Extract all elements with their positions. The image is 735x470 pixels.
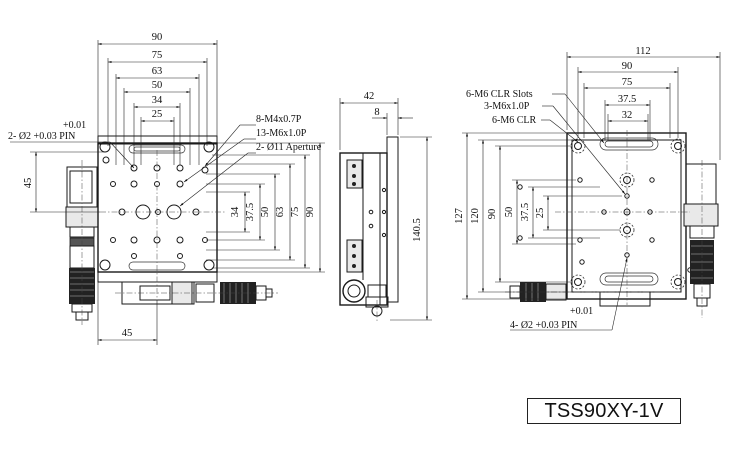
right-left-dimensions: 127 120 90 50 37.5 25: [454, 132, 622, 300]
left-view: 90 75 63 50 34 25 34: [8, 32, 325, 345]
dim-r50: 50: [260, 207, 271, 218]
side-view: 42 8 140.5: [339, 91, 432, 322]
dim-r-75: 75: [622, 77, 633, 88]
dim-bottom-45: 45: [122, 328, 133, 339]
dim-r34: 34: [230, 206, 241, 217]
dim-r90: 90: [305, 207, 316, 218]
dim-140-5: 140.5: [412, 218, 423, 242]
left-top-dimensions: 90 75 63 50 34 25: [97, 32, 218, 165]
dim-l-50: 50: [504, 207, 515, 218]
callout-m4: 8-M4x0.7P: [256, 114, 302, 125]
dim-34: 34: [152, 95, 163, 106]
right-view: 112 90 75 37.5 32 127: [454, 46, 721, 331]
right-micrometer-vertical: [683, 160, 719, 318]
dim-l-90: 90: [487, 209, 498, 220]
dim-r-32: 32: [622, 110, 633, 121]
dim-120: 120: [470, 208, 481, 224]
dim-l-37-5: 37.5: [520, 203, 531, 221]
dim-42: 42: [364, 91, 375, 102]
dim-90: 90: [152, 32, 163, 43]
right-base-plate: [566, 132, 687, 300]
dim-112: 112: [635, 46, 650, 57]
callout-m6-clr: 6-M6 CLR: [492, 115, 537, 126]
dim-25: 25: [152, 109, 163, 120]
right-micrometer-horizontal: [505, 282, 660, 307]
dim-r63: 63: [275, 207, 286, 218]
dim-r75: 75: [290, 207, 301, 218]
pin4-tolerance: +0.01: [570, 306, 593, 317]
left-45-dimension: 45: [23, 151, 105, 213]
dim-r37-5: 37.5: [245, 203, 256, 221]
dim-50: 50: [152, 80, 163, 91]
dim-l-25: 25: [535, 208, 546, 219]
pin4-label: 4- Ø2 +0.03 PIN: [510, 320, 577, 331]
left-callouts: 8-M4x0.7P 13-M6x1.0P 2- Ø11 Aperture: [179, 114, 322, 207]
callout-clr-slots: 6-M6 CLR Slots: [466, 89, 533, 100]
right-pin-note: +0.01 4- Ø2 +0.03 PIN: [510, 257, 628, 331]
left-micrometer-horizontal: [115, 281, 278, 305]
dim-75: 75: [152, 50, 163, 61]
pin-label: 2- Ø2 +0.03 PIN: [8, 131, 75, 142]
model-title-box: TSS90XY-1V: [527, 398, 681, 424]
dim-127: 127: [454, 208, 465, 224]
left-pin-note: +0.01 2- Ø2 +0.03 PIN: [8, 120, 135, 169]
right-top-dimensions: 112 90 75 37.5 32: [566, 46, 721, 160]
dim-left-45: 45: [23, 178, 34, 189]
right-callouts: 6-M6 CLR Slots 3-M6x1.0P 6-M6 CLR: [466, 89, 626, 195]
bottom-45-dimension: 45: [97, 282, 158, 345]
left-right-dimensions: 34 37.5 50 63 75 90: [206, 142, 325, 273]
dim-63: 63: [152, 66, 163, 77]
dim-r-90: 90: [622, 61, 633, 72]
dim-8: 8: [374, 107, 379, 118]
pin-tolerance: +0.01: [63, 120, 86, 131]
callout-m6: 13-M6x1.0P: [256, 128, 307, 139]
left-micrometer-vertical: [65, 160, 99, 325]
model-title: TSS90XY-1V: [544, 399, 664, 422]
dim-r-37-5: 37.5: [618, 94, 636, 105]
callout-aperture: 2- Ø11 Aperture: [256, 142, 322, 153]
callout-m6-tap: 3-M6x1.0P: [484, 101, 530, 112]
